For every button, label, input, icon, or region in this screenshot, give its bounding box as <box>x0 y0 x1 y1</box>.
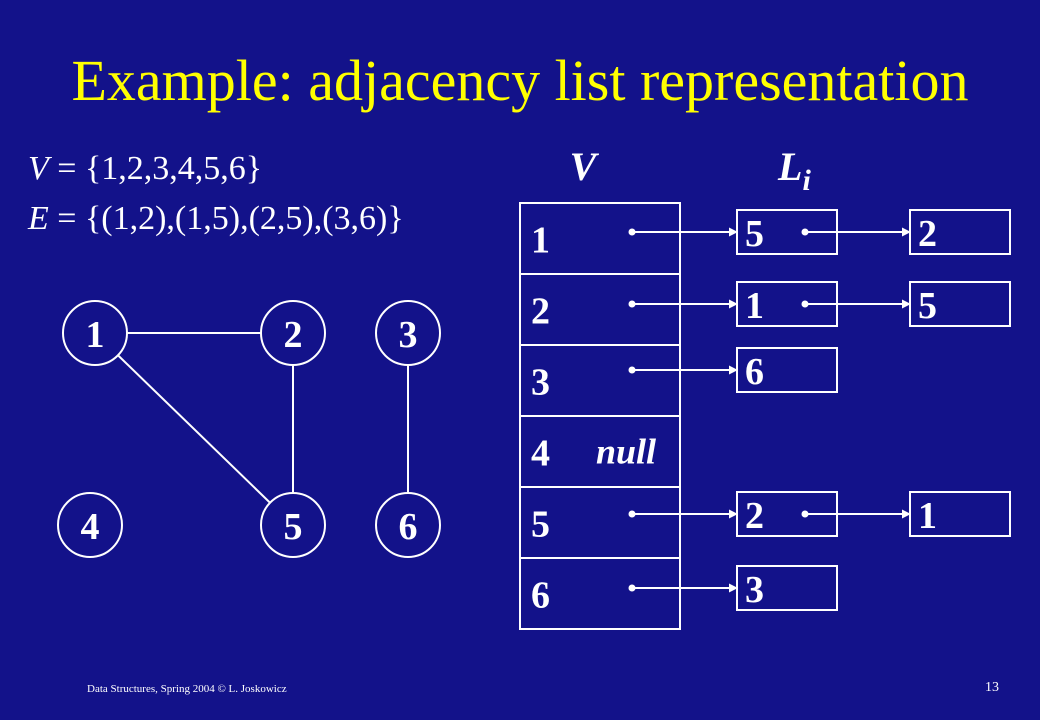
graph-node-circle <box>62 300 128 366</box>
graph-node-label: 5 <box>284 506 303 548</box>
graph-edge-1-5 <box>117 354 271 504</box>
graph-node-1: 1 <box>62 300 128 366</box>
edge-set-definition: E = {(1,2),(1,5),(2,5),(3,6)} <box>28 202 404 236</box>
list-header: Li <box>777 144 811 197</box>
edge-set-value: = {(1,2),(1,5),(2,5),(3,6)} <box>48 200 404 237</box>
list-node-value: 2 <box>918 213 937 255</box>
array-header: V <box>570 144 600 189</box>
null-pointer-label: null <box>596 432 656 472</box>
list-node <box>909 209 1011 255</box>
vertex-set-value: = {1,2,3,4,5,6} <box>48 150 263 187</box>
graph-node-5: 5 <box>260 492 326 558</box>
graph-node-circle <box>260 492 326 558</box>
graph-node-circle <box>260 300 326 366</box>
graph-node-label: 1 <box>86 314 105 356</box>
footer-credit: Data Structures, Spring 2004 © L. Joskow… <box>87 683 287 695</box>
list-header-main: L <box>777 144 802 189</box>
slide-title: Example: adjacency list representation <box>71 48 969 113</box>
list-node <box>736 347 838 393</box>
list-node <box>909 281 1011 327</box>
list-node-value: 1 <box>918 495 937 537</box>
vertex-set-variable: V <box>28 150 49 187</box>
vertex-cell-label: 5 <box>531 504 550 546</box>
page-number: 13 <box>985 680 999 695</box>
graph-node-4: 4 <box>57 492 123 558</box>
list-node-value: 5 <box>745 213 764 255</box>
graph-node-circle <box>375 300 441 366</box>
vertex-cell-label: 2 <box>531 291 550 333</box>
graph-drawing: 1 2 3 4 5 6 <box>57 300 441 558</box>
list-node-value: 2 <box>745 495 764 537</box>
vertex-cell-label: 6 <box>531 575 550 617</box>
vertex-cell-label: 4 <box>531 433 550 475</box>
graph-node-6: 6 <box>375 492 441 558</box>
graph-node-label: 2 <box>284 314 303 356</box>
list-node-value: 6 <box>745 351 764 393</box>
graph-node-label: 6 <box>399 506 418 548</box>
vertex-cell-label: 1 <box>531 220 550 262</box>
list-node-value: 3 <box>745 569 764 611</box>
graph-node-2: 2 <box>260 300 326 366</box>
list-node <box>736 565 838 611</box>
vertex-cell-label: 3 <box>531 362 550 404</box>
list-node-value: 1 <box>745 285 764 327</box>
list-node-value: 5 <box>918 285 937 327</box>
list-header-subscript: i <box>802 164 811 197</box>
graph-node-label: 3 <box>399 314 418 356</box>
vertex-set-definition: V = {1,2,3,4,5,6} <box>28 152 262 186</box>
list-node <box>909 491 1011 537</box>
graph-node-3: 3 <box>375 300 441 366</box>
graph-node-label: 4 <box>81 506 100 548</box>
graph-node-circle <box>57 492 123 558</box>
adjacency-list-drawing: V Li 1 5 2 2 1 5 3 6 4 null 5 2 1 6 3 <box>519 144 1011 630</box>
edge-set-variable: E <box>28 200 49 237</box>
graph-node-circle <box>375 492 441 558</box>
